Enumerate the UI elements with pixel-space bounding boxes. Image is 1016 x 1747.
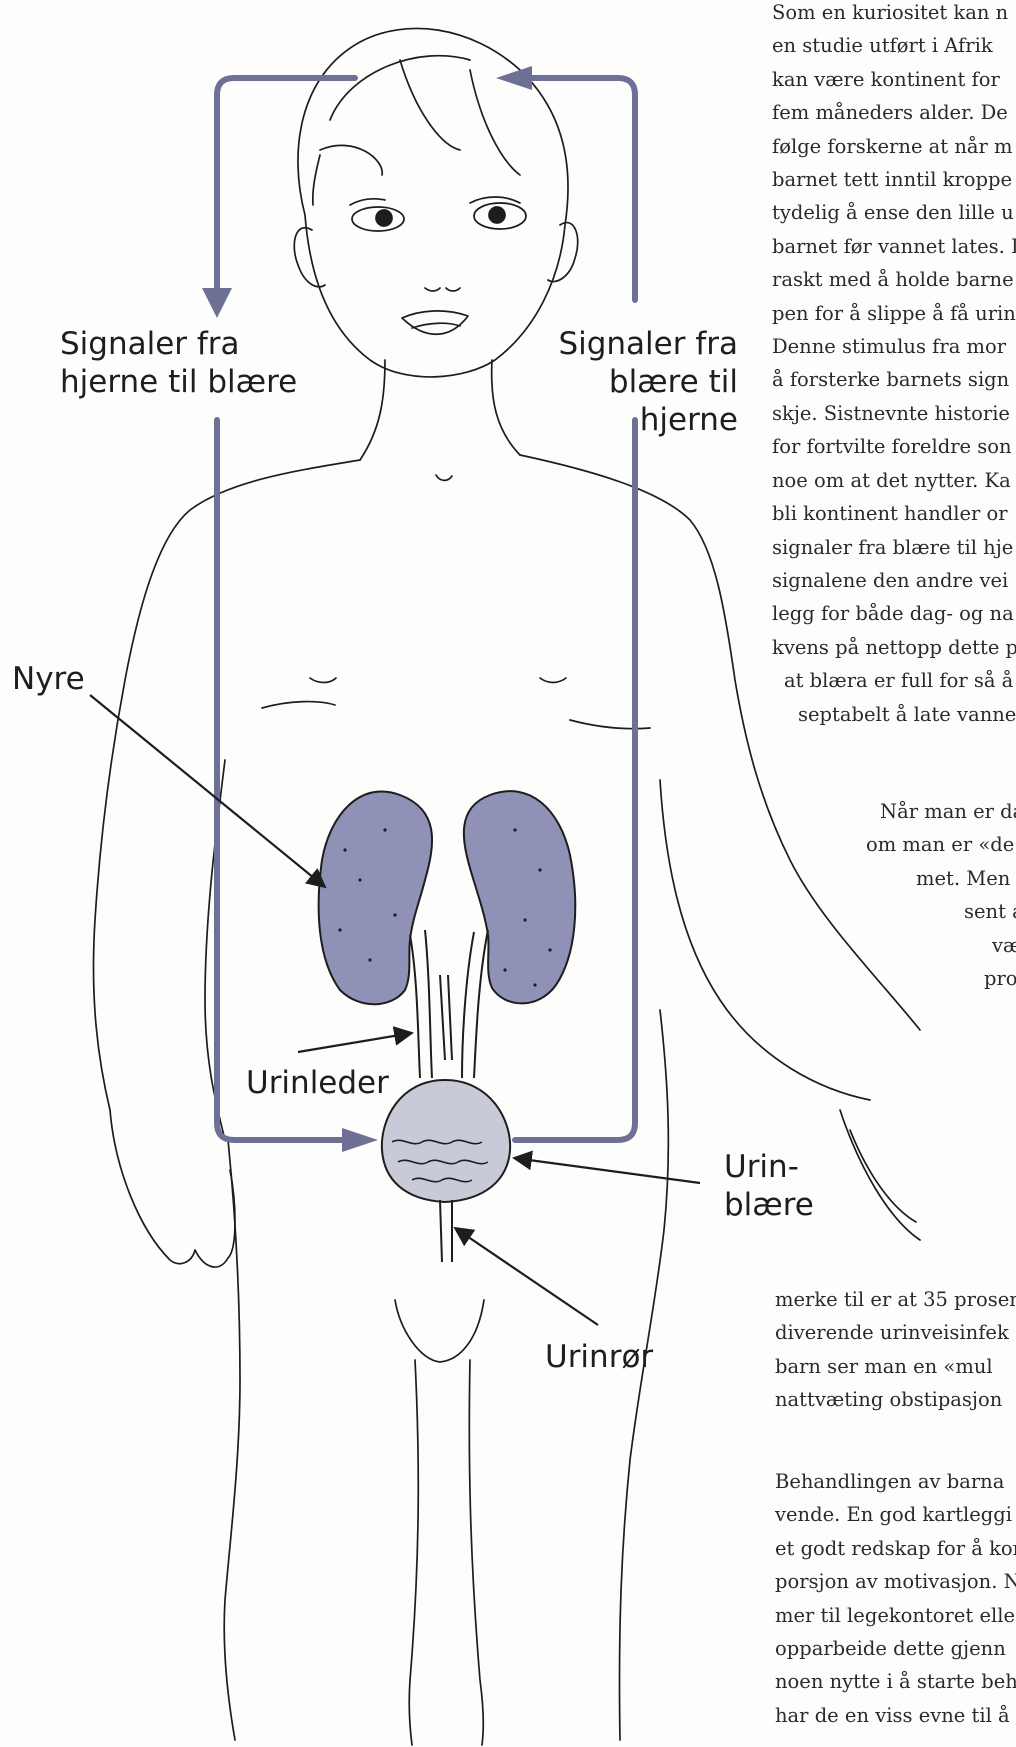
ear-right — [548, 223, 578, 282]
label-urinblaere: Urin- blære — [724, 1148, 814, 1224]
text-line: noe om at det nytter. Ka — [772, 464, 1016, 497]
text-line: noen nytte i å starte beha — [775, 1665, 1016, 1698]
kidneys — [319, 791, 576, 1004]
label-urinror: Urinrør — [545, 1338, 653, 1376]
text-line: barn ser man en «mul — [775, 1350, 1016, 1383]
text-line: diverende urinveisinfek — [775, 1316, 1016, 1349]
label-nyre: Nyre — [12, 660, 85, 698]
text-block-top: Som en kuriositet kan n en studie utført… — [772, 0, 1016, 731]
spine — [440, 975, 452, 1060]
text-line: barnet før vannet lates. I — [772, 230, 1016, 263]
text-line: fem måneders alder. De — [772, 96, 1016, 129]
label-urinleder: Urinleder — [246, 1064, 389, 1102]
inner-leg-left — [409, 1360, 418, 1745]
text-line: en studie utført i Afrik — [772, 29, 1016, 62]
urethra — [440, 1200, 452, 1262]
bladder — [382, 1080, 510, 1262]
text-line: nattvæting obstipasjon — [775, 1383, 1016, 1416]
torso-left — [93, 460, 360, 1110]
label-signals-brain-to-bladder: Signaler fra hjerne til blære — [60, 325, 297, 401]
text-line: et godt redskap for å kon — [775, 1532, 1016, 1565]
text-line: for fortvilte foreldre son — [772, 430, 1016, 463]
inner-leg-right — [469, 1360, 483, 1745]
arrow-right-icon — [342, 1128, 378, 1152]
text-line: porsjon av motivasjon. N — [775, 1565, 1016, 1598]
text-line: opparbeide dette gjenn — [775, 1632, 1016, 1665]
text-line: raskt med å holde barne — [772, 263, 1016, 296]
text-line: met. Men st — [916, 862, 1016, 895]
nose — [425, 288, 460, 291]
ureters — [410, 930, 488, 1078]
text-line: kvens på nettopp dette p — [772, 631, 1016, 664]
text-line: septabelt å late vanne — [772, 698, 1016, 731]
text-line: vende. En god kartleggi — [775, 1498, 1016, 1531]
text-line: Denne stimulus fra mor — [772, 330, 1016, 363]
signal-loop — [217, 78, 635, 1140]
pointer-urinror — [455, 1228, 598, 1325]
text-line: sent a — [964, 895, 1016, 928]
nipple-right — [540, 678, 566, 683]
neck — [360, 360, 520, 460]
text-line: Når man er da — [880, 795, 1016, 828]
text-line: barnet tett inntil kroppe — [772, 163, 1016, 196]
text-line: merke til er at 35 prosen — [775, 1283, 1016, 1316]
ear-left — [294, 228, 325, 287]
pointer-urinleder — [298, 1033, 412, 1052]
pointer-nyre — [90, 695, 325, 887]
hip-left — [224, 1140, 240, 1740]
nipple-left — [310, 678, 336, 683]
text-line: signalene den andre vei — [772, 564, 1016, 597]
text-line: tydelig å ense den lille u — [772, 196, 1016, 229]
text-line: vær — [992, 929, 1016, 962]
text-line: mer til legekontoret elle — [775, 1599, 1016, 1632]
text-line: signaler fra blære til hje — [772, 531, 1016, 564]
text-line: å forsterke barnets sign — [772, 363, 1016, 396]
text-block-mid: Når man er da om man er «de met. Men st … — [880, 795, 1016, 995]
text-line: Behandlingen av barna — [775, 1465, 1016, 1498]
text-line: om man er «de — [866, 828, 1016, 861]
text-line: pros — [984, 962, 1016, 995]
text-block-bottom: merke til er at 35 prosen diverende urin… — [775, 1283, 1016, 1417]
signal-path-up-top — [520, 78, 635, 300]
signal-path-up-bottom — [515, 420, 635, 1140]
signal-path-down-bottom — [217, 420, 350, 1140]
label-signals-bladder-to-brain: Signaler fra blære til hjerne — [545, 325, 738, 439]
text-line: bli kontinent handler or — [772, 497, 1016, 530]
text-line: legg for både dag- og na — [772, 597, 1016, 630]
mouth — [402, 311, 468, 334]
text-line: Som en kuriositet kan n — [772, 0, 1016, 29]
arrow-left-icon — [496, 66, 532, 90]
pointer-urinblaere — [514, 1158, 700, 1183]
text-line: pen for å slippe å få urin — [772, 297, 1016, 330]
text-line: følge forskerne at når m — [772, 130, 1016, 163]
text-line: har de en viss evne til å — [775, 1699, 1016, 1732]
text-line: skje. Sistnevnte historie — [772, 397, 1016, 430]
arrow-down-icon — [202, 288, 232, 318]
text-block-last: Behandlingen av barna vende. En god kart… — [775, 1465, 1016, 1732]
text-line: at blæra er full for så å s — [772, 664, 1016, 697]
text-line: kan være kontinent for — [772, 63, 1016, 96]
